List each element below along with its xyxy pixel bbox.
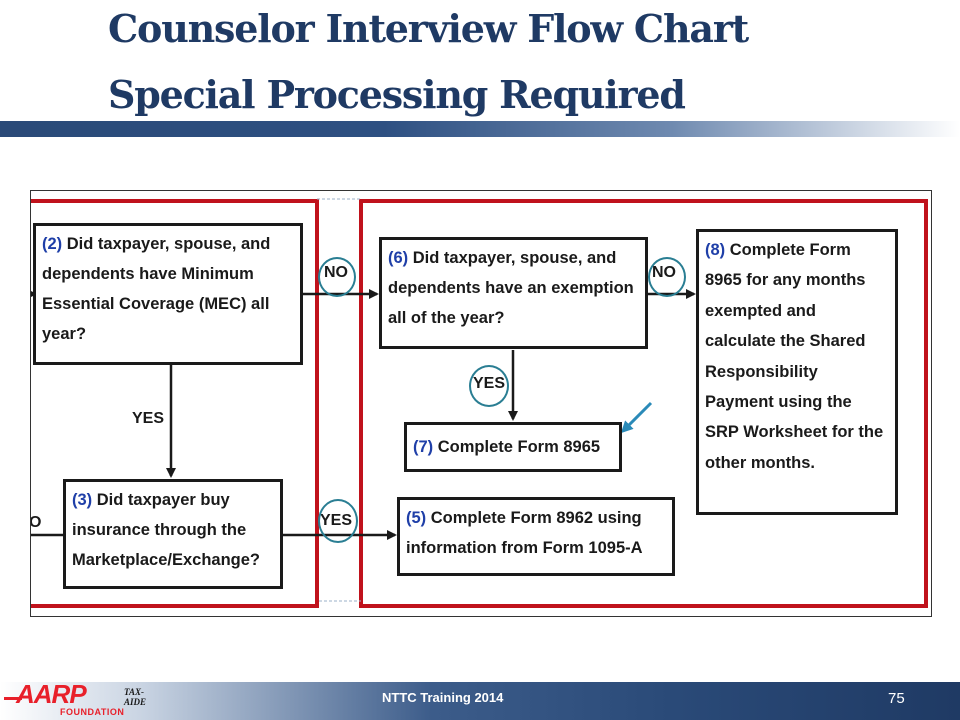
highlight-circle-no-right (648, 257, 686, 297)
box-5-text: Complete Form 8962 using information fro… (406, 509, 643, 557)
box-6-text: Did taxpayer, spouse, and dependents hav… (388, 249, 634, 327)
box-7-text: Complete Form 8965 (433, 438, 601, 456)
highlight-circle-yes-middle (469, 365, 509, 407)
footer-center-text: NTTC Training 2014 (382, 690, 504, 705)
right-section-frame (359, 199, 928, 608)
logo-foundation-text: FOUNDATION (60, 707, 125, 717)
box-8-text: Complete Form 8965 for any months exempt… (705, 241, 884, 472)
flowchart-figure: (2) Did taxpayer, spouse, and dependents… (30, 190, 932, 617)
logo-aarp-text: AARP (16, 679, 87, 709)
flowchart-box-8: (8) Complete Form 8965 for any months ex… (696, 229, 898, 515)
flowchart-box-3: (3) Did taxpayer buy insurance through t… (63, 479, 283, 589)
logo-red-stroke (4, 697, 22, 700)
box-6-number: (6) (388, 249, 409, 267)
pointer-arrow (620, 401, 653, 434)
box-7-number: (7) (413, 438, 434, 456)
slide-title-line-2: Special Processing Required (108, 72, 686, 117)
label-yes-box2-to-box3: YES (132, 410, 165, 427)
title-underline-bar (0, 121, 960, 137)
box-8-number: (8) (705, 241, 726, 259)
slide-page-number: 75 (888, 690, 905, 707)
box-3-number: (3) (72, 491, 93, 509)
logo-tax-aide-text: TAX-AIDE (124, 687, 147, 707)
left-section-frame (31, 199, 319, 608)
aarp-foundation-logo: AARP TAX-AIDE FOUNDATION (4, 679, 164, 720)
flowchart-box-5: (5) Complete Form 8962 using information… (397, 497, 675, 576)
highlight-circle-yes-bottom (318, 499, 358, 543)
box-3-text: Did taxpayer buy insurance through the M… (72, 491, 260, 569)
slide-footer-bar (0, 682, 960, 720)
box-5-number: (5) (406, 509, 427, 527)
flowchart-box-6: (6) Did taxpayer, spouse, and dependents… (379, 237, 648, 349)
slide-title-line-1: Counselor Interview Flow Chart (108, 6, 749, 51)
label-cut-off: O (30, 514, 42, 531)
flowchart-box-2: (2) Did taxpayer, spouse, and dependents… (33, 223, 303, 365)
flowchart-box-7: (7) Complete Form 8965 (404, 422, 622, 472)
highlight-circle-no-left (318, 257, 356, 297)
box-2-number: (2) (42, 235, 63, 253)
box-2-text: Did taxpayer, spouse, and dependents hav… (42, 235, 271, 343)
